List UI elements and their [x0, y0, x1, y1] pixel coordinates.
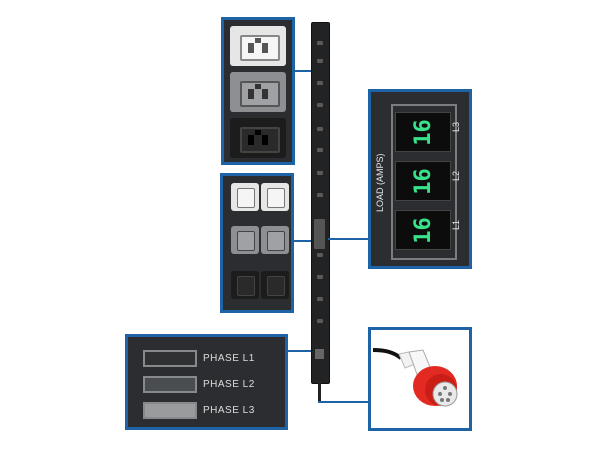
callout-line — [328, 238, 370, 240]
outlet-marker — [317, 103, 323, 107]
led-value-l3: 16 — [410, 118, 436, 146]
outlet-marker — [317, 193, 323, 197]
outlet-marker — [317, 41, 323, 45]
led-value-l2: 16 — [410, 167, 436, 195]
power-cord — [318, 382, 321, 402]
c19-outlet-panel — [221, 17, 295, 165]
display-window — [314, 219, 325, 249]
c13-outlet-icon — [261, 271, 289, 299]
callout-line — [293, 70, 311, 72]
outlet-marker — [317, 171, 323, 175]
outlet-marker — [317, 127, 323, 131]
outlet-marker — [317, 297, 323, 301]
led-readout-l3: 16 — [395, 112, 451, 152]
phase-l1-swatch — [143, 350, 197, 367]
outlet-marker — [317, 148, 323, 152]
phase-tag-l2: L2 — [451, 170, 462, 182]
outlet-marker — [317, 275, 323, 279]
outlet-marker — [317, 81, 323, 85]
c13-outlet-icon — [231, 226, 259, 254]
phase-l1-label: PHASE L1 — [203, 353, 255, 364]
load-title: LOAD (AMPS) — [375, 153, 385, 212]
phase-l3-label: PHASE L3 — [203, 405, 255, 416]
led-display-frame: 16 16 16 — [391, 104, 457, 260]
c19-outlet-icon — [230, 118, 286, 158]
phase-l3-swatch — [143, 402, 197, 419]
c19-outlet-icon — [230, 72, 286, 112]
c13-outlet-icon — [231, 183, 259, 211]
iec60309-plug-icon — [372, 348, 458, 407]
outlet-marker — [317, 319, 323, 323]
phase-l2-label: PHASE L2 — [203, 379, 255, 390]
plug-panel — [368, 327, 472, 431]
callout-line — [318, 401, 370, 403]
phase-tag-l1: L1 — [451, 219, 462, 231]
phase-tag-l3: L3 — [451, 121, 462, 133]
c13-outlet-icon — [261, 183, 289, 211]
c13-outlet-icon — [231, 271, 259, 299]
outlet-marker — [317, 59, 323, 63]
led-readout-l1: 16 — [395, 210, 451, 250]
outlet-marker — [317, 253, 323, 257]
callout-line — [293, 240, 311, 242]
breaker-switch — [315, 349, 324, 359]
callout-line — [287, 350, 311, 352]
phase-l2-swatch — [143, 376, 197, 393]
pdu-strip — [311, 22, 330, 384]
c19-outlet-icon — [230, 26, 286, 66]
load-display-panel: LOAD (AMPS) 16 16 16 L3 L2 L1 — [368, 89, 472, 269]
phase-legend-panel: PHASE L1 PHASE L2 PHASE L3 — [125, 334, 288, 430]
led-readout-l2: 16 — [395, 161, 451, 201]
led-value-l1: 16 — [410, 216, 436, 244]
c13-outlet-icon — [261, 226, 289, 254]
c13-outlet-panel — [220, 173, 294, 313]
